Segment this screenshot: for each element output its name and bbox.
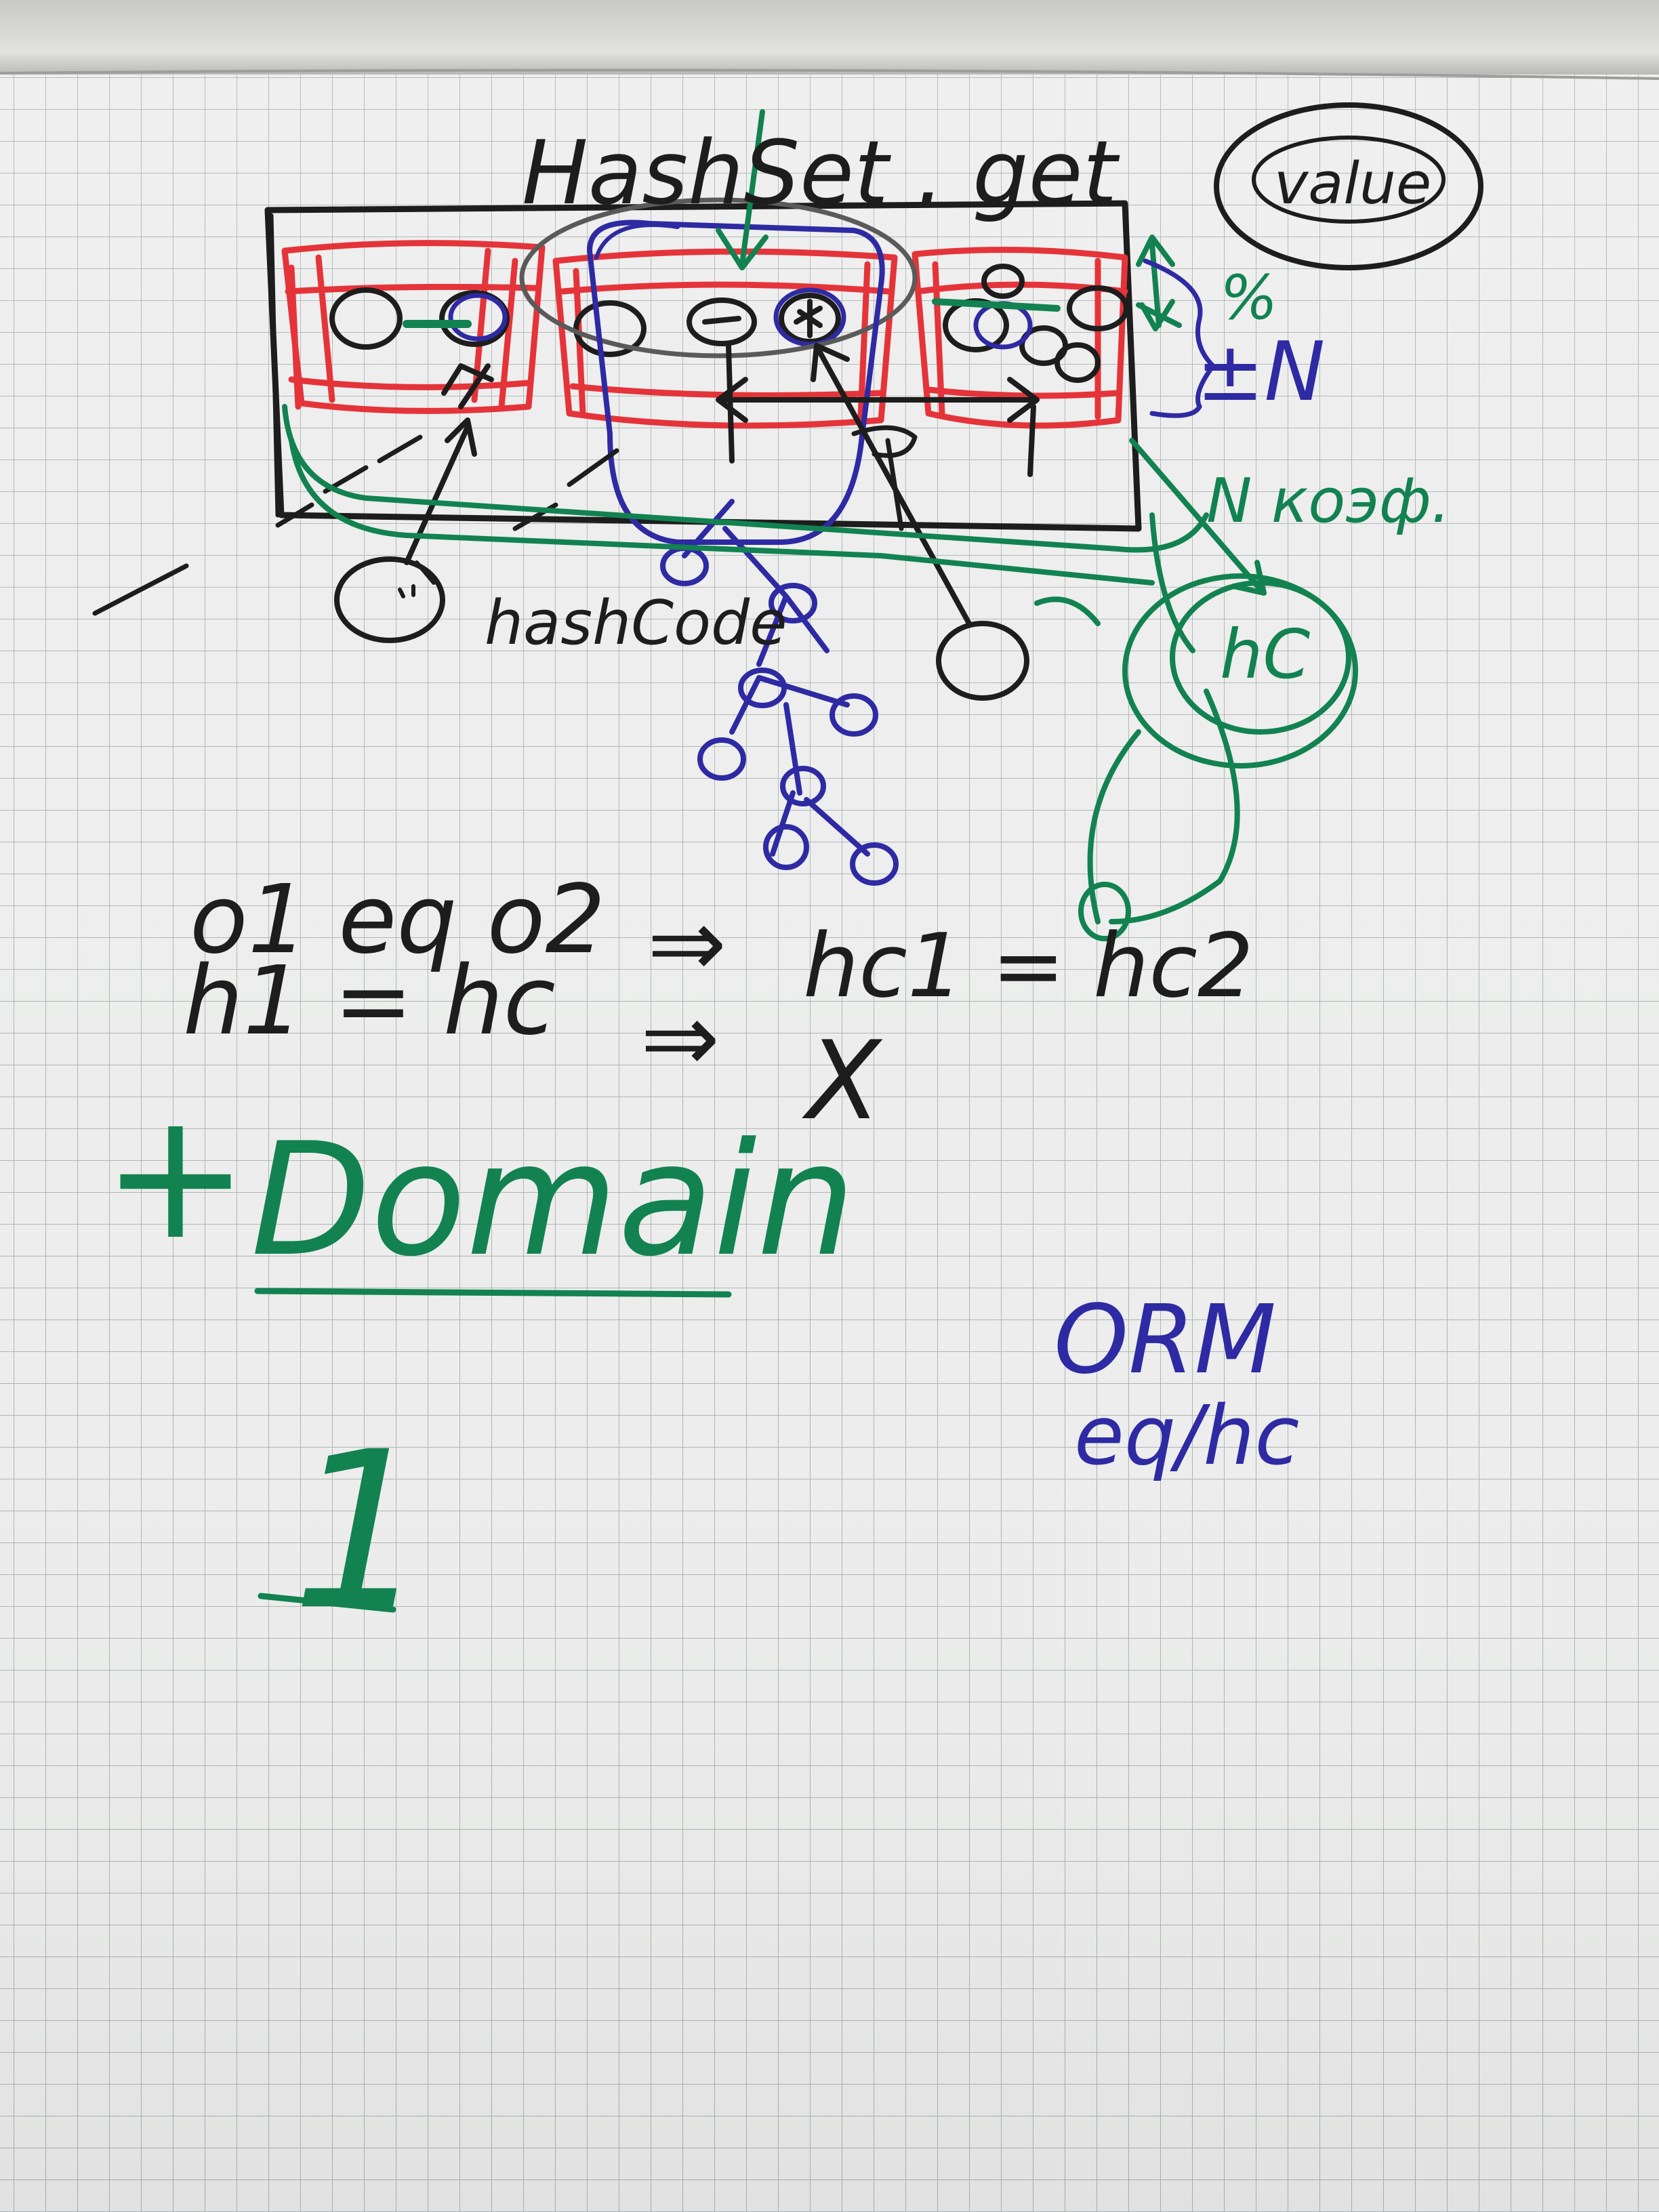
eq-line1-left: o1 eq o2 <box>190 865 605 975</box>
eq-line1-right: hc1 = hc2 <box>803 914 1254 1017</box>
blue-tree <box>660 499 899 886</box>
number-one: 1 <box>291 1406 430 1658</box>
hc-circle <box>1170 580 1351 735</box>
domain-underline <box>254 1288 732 1298</box>
hashset-diagram <box>92 109 1358 941</box>
hashcode-object <box>334 556 445 643</box>
eq-line2-arrow: ⇒ <box>640 983 720 1094</box>
number-one-base <box>258 1593 396 1613</box>
hashcode-label: hashCode <box>485 588 787 659</box>
percent-label: % <box>1220 262 1278 333</box>
paper-top-fold <box>0 0 1659 75</box>
eq-line1-arrow: ⇒ <box>647 888 726 999</box>
domain-plus: + <box>102 1074 249 1279</box>
value-ellipse <box>1214 102 1483 270</box>
eq-line2-right: X <box>802 1017 883 1144</box>
plus-n-label: ±N <box>1196 325 1325 419</box>
hc-label: hC <box>1220 615 1310 694</box>
hashset-get-label: HashSet . get <box>522 121 1120 224</box>
equations: o1 eq o2 ⇒ hc1 = hc2 h1 = hc ⇒ X <box>183 865 1254 1144</box>
domain-title: Domain <box>251 1110 856 1291</box>
bucket-elements <box>329 264 1129 383</box>
eq-line2-left: h1 = hc <box>183 946 556 1057</box>
value-label: value <box>1274 150 1431 218</box>
orm-eq-hc-label: eq/hc <box>1074 1389 1299 1483</box>
red-buckets <box>281 240 1128 429</box>
nkoef-label: N коэф. <box>1206 466 1450 537</box>
orm-label: ORM <box>1054 1285 1276 1395</box>
